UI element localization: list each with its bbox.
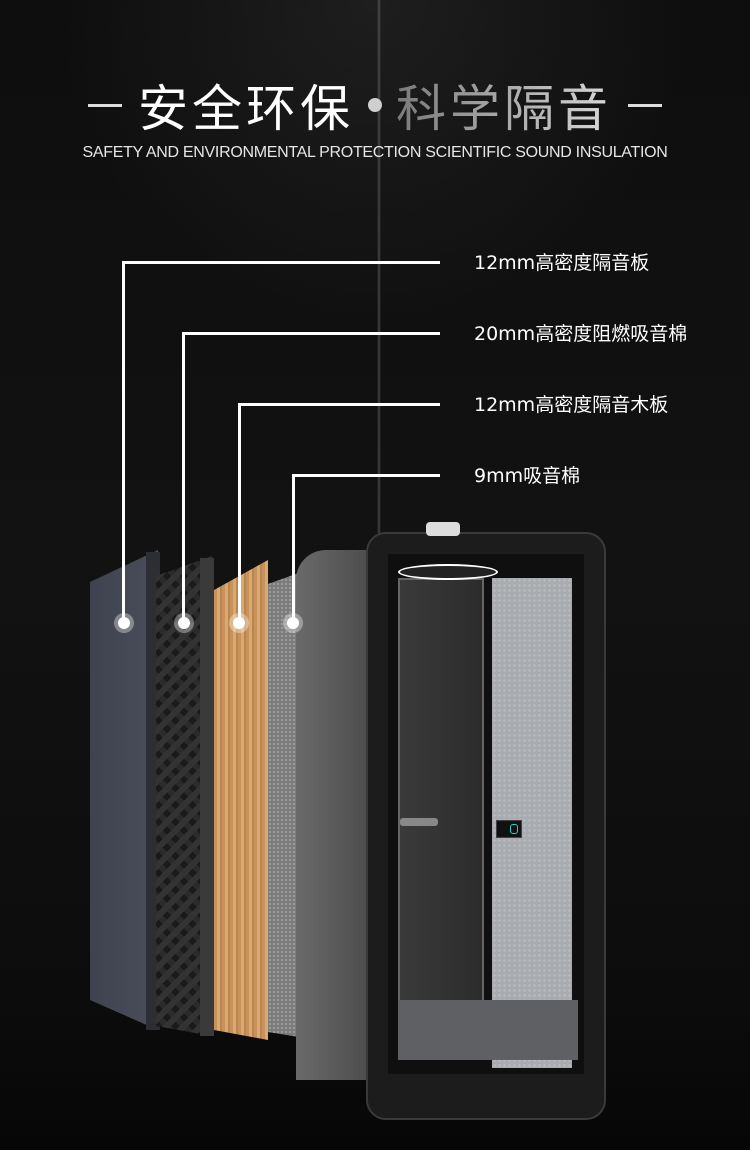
connector-line-3-vertical: [238, 403, 241, 623]
connector-line-1-vertical: [122, 261, 125, 623]
title-secondary: 科学隔音: [396, 69, 612, 141]
connector-line-4: [292, 474, 440, 477]
layer-label-2: 20mm高密度阻燃吸音棉: [474, 323, 688, 345]
title-primary: 安全环保: [138, 80, 354, 138]
door-handle-icon: [400, 818, 438, 826]
connector-line-2-vertical: [182, 332, 185, 623]
title-dash-left: [88, 103, 122, 107]
connector-line-2: [182, 332, 440, 335]
soundproof-booth-image: [296, 522, 606, 1120]
title-separator-dot: [368, 98, 382, 112]
layer-panel-wood: [214, 560, 268, 1040]
page-title: 安全环保 科学隔音: [0, 72, 750, 138]
page-subtitle: SAFETY AND ENVIRONMENTAL PROTECTION SCIE…: [82, 144, 668, 161]
connector-node-2: [178, 617, 190, 629]
connector-line-1: [122, 261, 440, 264]
connector-line-4-vertical: [292, 474, 295, 623]
booth-floor: [398, 1000, 578, 1060]
connector-node-3: [233, 617, 245, 629]
ceiling-light-icon: [398, 564, 498, 580]
booth-glass-door: [398, 578, 484, 1002]
booth-side-wall: [296, 550, 376, 1080]
title-dash-right: [628, 103, 662, 107]
layer-label-1: 12mm高密度隔音板: [474, 252, 650, 274]
control-panel-icon: [496, 820, 522, 838]
layer-panel-edge: [200, 558, 214, 1036]
layer-label-4: 9mm吸音棉: [474, 465, 581, 487]
layer-label-3: 12mm高密度隔音木板: [474, 394, 669, 416]
connector-line-3: [238, 403, 440, 406]
connector-node-1: [118, 617, 130, 629]
booth-vent-cap: [426, 522, 460, 536]
booth-felt-wall: [492, 578, 572, 1068]
connector-node-4: [287, 617, 299, 629]
